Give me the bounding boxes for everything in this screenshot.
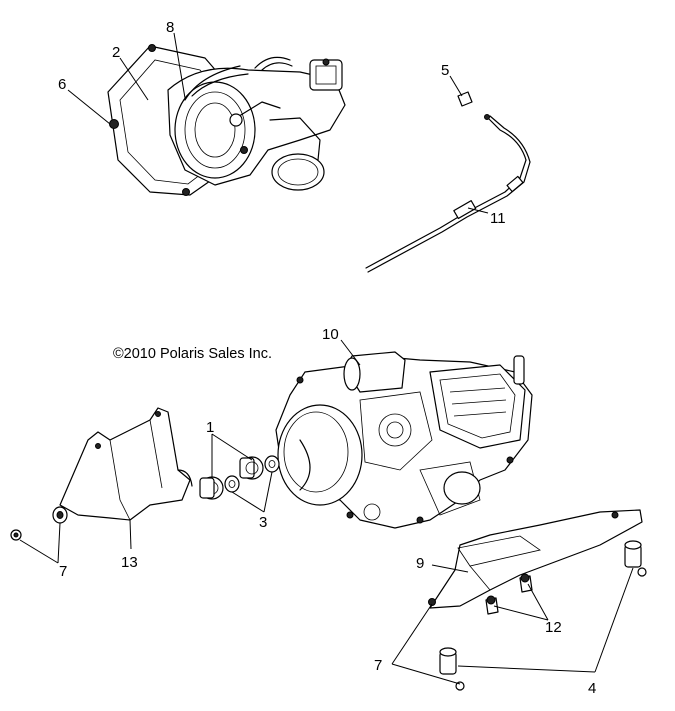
callout-11: 11 <box>490 210 506 227</box>
callout-10: 10 <box>322 326 339 343</box>
callout-9: 9 <box>416 555 424 572</box>
right-mount-plate <box>428 509 647 691</box>
callout-4: 4 <box>588 680 596 697</box>
left-mount-bracket <box>10 407 193 541</box>
engine-assembly <box>275 351 533 529</box>
callout-6: 6 <box>58 76 66 93</box>
callout-1: 1 <box>206 419 214 436</box>
callout-3: 3 <box>259 514 267 531</box>
callout-8: 8 <box>166 19 174 36</box>
callout-13: 13 <box>121 554 138 571</box>
callout-7-right: 7 <box>374 657 382 674</box>
callout-12: 12 <box>545 619 562 636</box>
copyright-notice: ©2010 Polaris Sales Inc. <box>113 346 272 362</box>
leader-lines <box>19 32 634 685</box>
callout-5: 5 <box>441 62 449 79</box>
throttle-cable <box>365 91 531 273</box>
callout-2: 2 <box>112 44 120 61</box>
callout-7-left: 7 <box>59 563 67 580</box>
throttle-body-assembly <box>107 44 346 196</box>
